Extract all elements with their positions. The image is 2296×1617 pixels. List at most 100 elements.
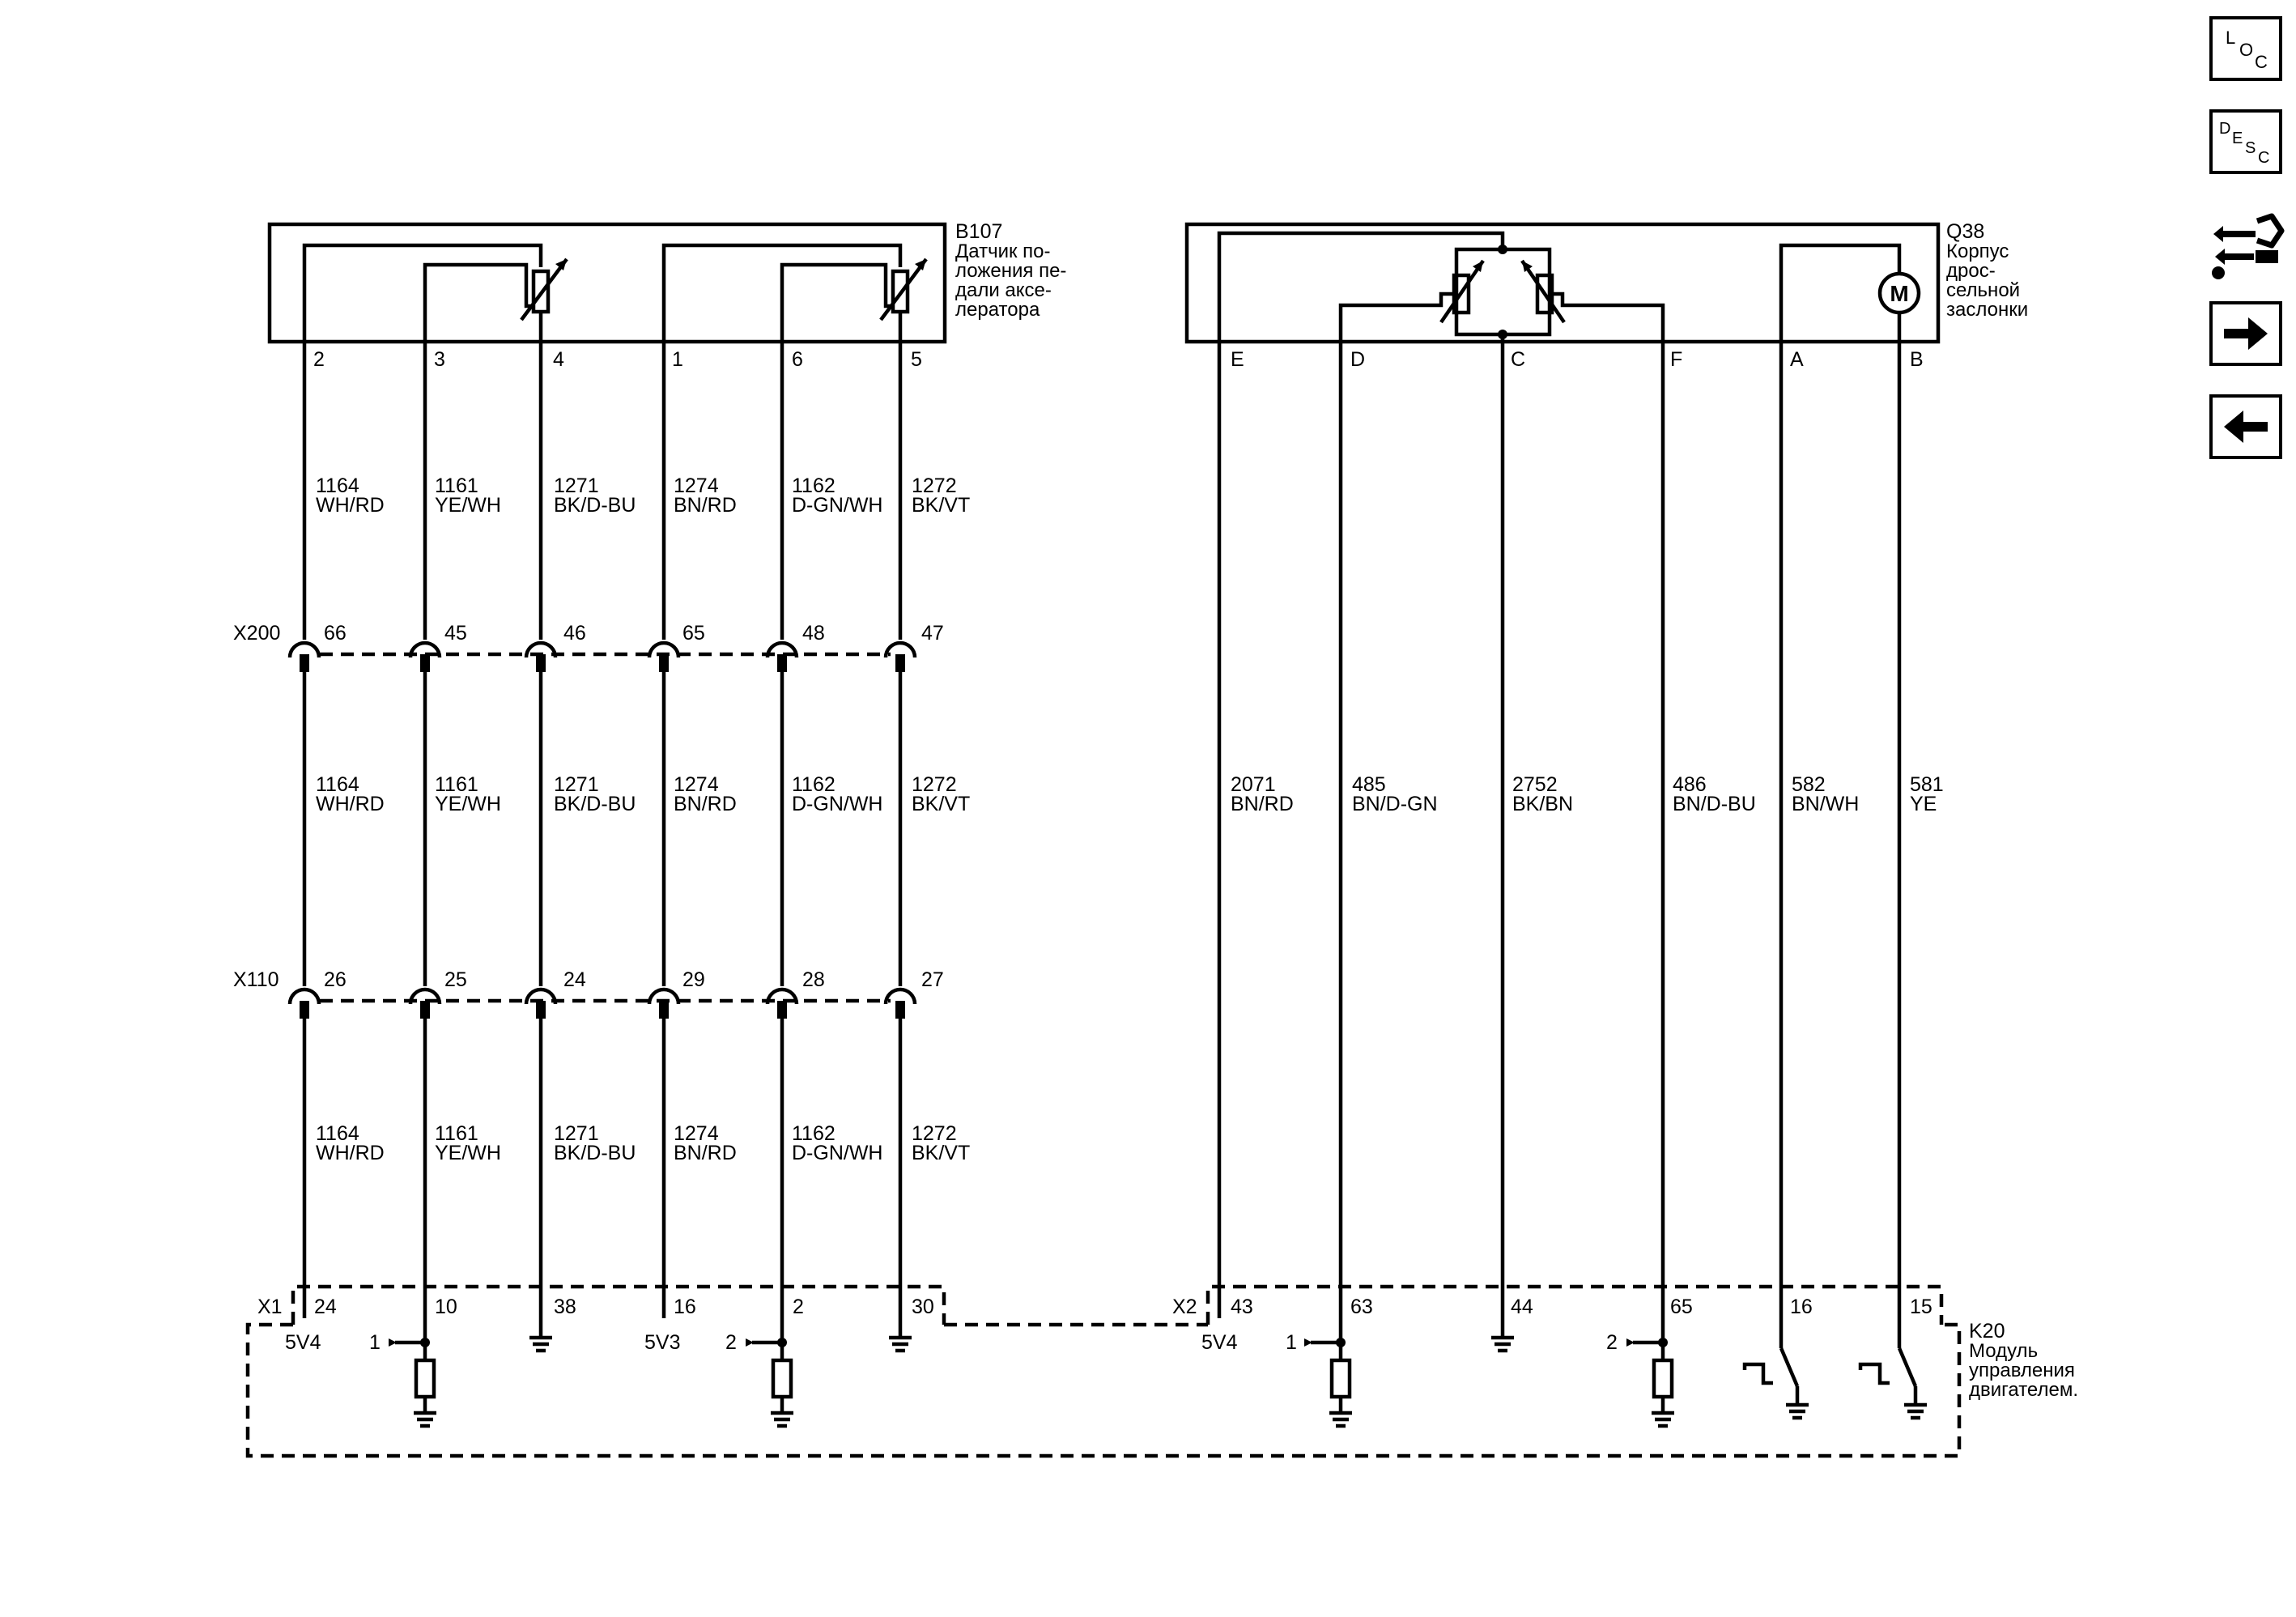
x1-pin: 38 — [554, 1296, 576, 1318]
wire-color: D-GN/WH — [792, 1142, 882, 1164]
wire-color: BN/WH — [1792, 793, 1859, 815]
b107-desc-1: Датчик по- — [955, 240, 1050, 262]
q38-pin: E — [1231, 348, 1244, 371]
wire-circuit: 1271 — [554, 474, 599, 497]
wire-color: WH/RD — [316, 494, 385, 517]
ground-icon — [889, 1335, 912, 1353]
desc-letter: C — [2258, 149, 2269, 167]
x200-pin: 48 — [802, 622, 825, 645]
left-wires — [302, 358, 903, 1343]
pot-arrow-icon — [1473, 261, 1483, 272]
pull-down-resistor — [1329, 1358, 1352, 1399]
motor-driver-switch — [1858, 1347, 1927, 1420]
wire-color: BN/D-GN — [1352, 793, 1438, 815]
connector-tool-icon — [2212, 213, 2285, 279]
b107-component: B107 Датчик по- ложения пе- дали аксе- л… — [267, 220, 1066, 371]
x1-pin: 16 — [674, 1296, 696, 1318]
wire-circuit: 1162 — [792, 474, 835, 497]
pull-down-resistor — [771, 1358, 793, 1399]
previous-button[interactable] — [2209, 394, 2282, 459]
q38-pin: B — [1910, 348, 1924, 371]
motor-symbol: M — [1890, 281, 1908, 306]
wire-color: WH/RD — [316, 1142, 385, 1164]
wire-color: BN/D-BU — [1673, 793, 1756, 815]
wire-circuit: 1162 — [792, 1122, 835, 1145]
b107-pin: 1 — [672, 348, 683, 371]
wire-labels-left: 1164 WH/RD 1161 YE/WH 1271 BK/D-BU 1274 … — [316, 474, 970, 1164]
ground-icon — [771, 1411, 793, 1428]
wire-labels-right: 2071 BN/RD 485 BN/D-GN 2752 BK/BN 486 BN… — [1231, 773, 1944, 815]
q38-desc-4: заслонки — [1946, 299, 2028, 321]
desc-icon: D E S C — [2219, 120, 2269, 167]
q38-component: M Q38 Корпус дрос- сельной заслонки E D … — [1184, 220, 2028, 371]
wire-circuit: 1164 — [316, 474, 359, 497]
description-button[interactable]: D E S C — [2209, 109, 2282, 174]
right-wires — [1217, 358, 1902, 1348]
wire-circuit: 2752 — [1512, 773, 1558, 796]
connector-x110: X110 26 25 24 29 28 27 — [233, 968, 944, 1019]
ground-icon — [1329, 1411, 1352, 1428]
pull-down-resistor — [414, 1358, 436, 1399]
x110-pin: 26 — [324, 968, 347, 991]
b107-pin: 2 — [313, 348, 325, 371]
b107-pin: 4 — [553, 348, 564, 371]
wire-color: BN/RD — [674, 793, 737, 815]
k20-desc-1: Модуль — [1969, 1340, 2038, 1362]
b107-pin: 6 — [792, 348, 803, 371]
desc-letter: D — [2219, 120, 2230, 138]
wire-circuit: 1272 — [912, 474, 957, 497]
x110-pin: 27 — [921, 968, 944, 991]
wire-color: BK/D-BU — [554, 1142, 636, 1164]
x1-pin: 2 — [793, 1296, 804, 1318]
wire-color: BN/RD — [674, 494, 737, 517]
x2-label: X2 — [1172, 1296, 1197, 1318]
signal-number: 1 — [1286, 1331, 1297, 1354]
ground-icon — [529, 1335, 552, 1353]
x2-pin: 63 — [1350, 1296, 1373, 1318]
wire-color: YE/WH — [435, 793, 501, 815]
desc-letter: E — [2232, 130, 2243, 147]
next-button[interactable] — [2209, 301, 2282, 366]
wire-color: BK/D-BU — [554, 494, 636, 517]
connector-tool-button[interactable] — [2207, 206, 2285, 283]
x200-pin: 46 — [563, 622, 586, 645]
pot-arrow-icon — [555, 259, 567, 270]
wire-circuit: 581 — [1910, 773, 1944, 796]
q38-desc-1: Корпус — [1946, 240, 2009, 262]
k20-desc-3: двигателем. — [1969, 1379, 2078, 1401]
loc-icon: L O C — [2226, 28, 2268, 72]
x1-pin: 24 — [314, 1296, 337, 1318]
k20-module: X1 24 10 38 16 2 30 X2 43 63 44 65 16 15… — [245, 1284, 2078, 1458]
motor-driver-switch — [1742, 1347, 1809, 1420]
wire-color: WH/RD — [316, 793, 385, 815]
wire-color: BN/RD — [674, 1142, 737, 1164]
arrow-left-icon — [2224, 411, 2268, 443]
wire-circuit: 1274 — [674, 474, 719, 497]
pot-arrow-icon — [915, 259, 926, 270]
ground-icon — [1491, 1335, 1514, 1353]
pull-down-resistor — [1652, 1358, 1674, 1399]
wire-circuit: 1161 — [435, 1122, 478, 1145]
ref-voltage-label: 5V4 — [1201, 1331, 1238, 1354]
q38-desc-2: дрос- — [1946, 260, 1996, 282]
wire-color: BK/D-BU — [554, 793, 636, 815]
desc-letter: S — [2245, 139, 2256, 157]
wire-color: BK/VT — [912, 494, 970, 517]
location-button[interactable]: L O C — [2209, 16, 2282, 81]
signal-number: 2 — [725, 1331, 737, 1354]
b107-ref: B107 — [955, 220, 1002, 243]
loc-letter: O — [2239, 40, 2253, 60]
ref-voltage-label: 5V3 — [644, 1331, 680, 1354]
x200-label: X200 — [233, 622, 280, 645]
b107-pin: 3 — [434, 348, 445, 371]
q38-pin: C — [1511, 348, 1525, 371]
x110-pin: 29 — [682, 968, 705, 991]
x110-label: X110 — [233, 968, 279, 991]
wire-circuit: 486 — [1673, 773, 1707, 796]
wire-circuit: 1162 — [792, 773, 835, 796]
pot-arrow-icon — [1522, 261, 1533, 272]
signal-number: 2 — [1606, 1331, 1618, 1354]
wire-circuit: 1272 — [912, 773, 957, 796]
x2-pin: 43 — [1231, 1296, 1253, 1318]
x110-pin: 24 — [563, 968, 586, 991]
